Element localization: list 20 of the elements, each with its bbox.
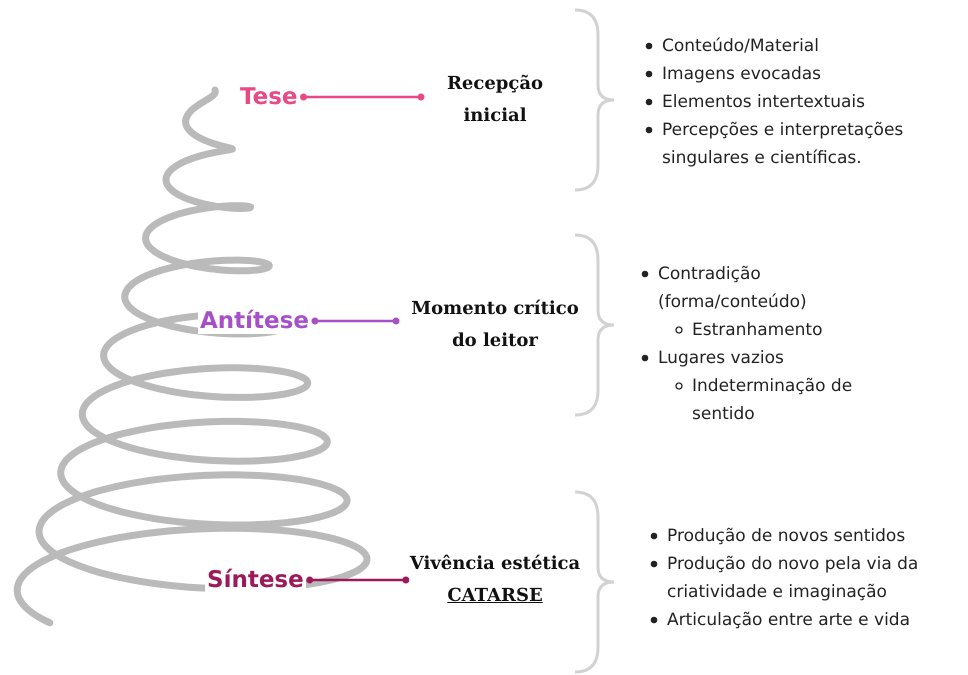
bullet-text: Indeterminação de sentido	[692, 376, 852, 424]
bullet-text: Elementos intertextuais	[662, 92, 865, 112]
bullet-text: Produção de novos sentidos	[667, 526, 906, 546]
bullet-text: Conteúdo/Material	[662, 36, 819, 56]
stage-description: Vivência estética	[410, 552, 580, 576]
bullet-text: Imagens evocadas	[662, 64, 822, 84]
stage-label: Síntese	[205, 567, 306, 593]
connector-line	[306, 576, 410, 584]
bullet-text: Percepções e interpretações singulares e científicas.	[662, 120, 904, 168]
stage-description: Recepção inicial	[446, 72, 544, 128]
bullet-text: Lugares vazios	[658, 348, 784, 368]
bullet-text: Estranhamento	[692, 320, 822, 340]
emphasis-text: CATARSE	[447, 584, 543, 608]
bullet-text: Articulação entre arte e vida	[667, 610, 910, 630]
bullet-text: Contradição (forma/conteúdo)	[658, 264, 807, 312]
bullet-text: Produção do novo pela via da criatividade e imaginação	[667, 554, 918, 602]
stage-label: Antítese	[198, 308, 311, 334]
stage-description: Momento crítico do leitor	[410, 297, 580, 353]
connector-line	[311, 318, 400, 324]
connector-line	[300, 94, 424, 100]
